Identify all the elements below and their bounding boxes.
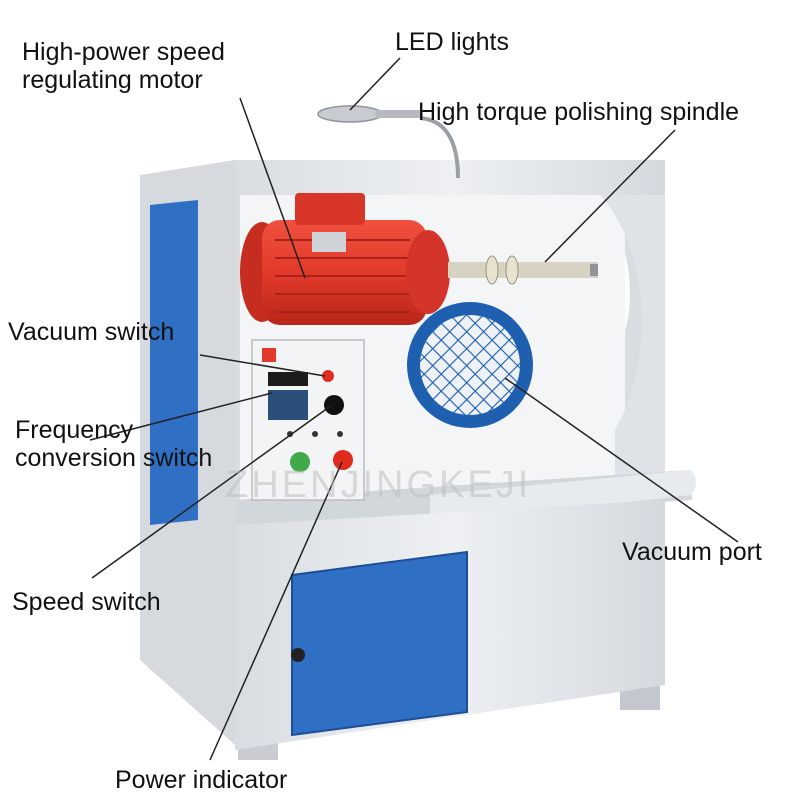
spindle-tip xyxy=(590,264,598,276)
label-speed-switch: Speed switch xyxy=(12,588,161,616)
label-spindle: High torque polishing spindle xyxy=(418,98,740,126)
led-gooseneck xyxy=(419,116,460,179)
hood-curve xyxy=(600,195,665,480)
motor-body xyxy=(262,220,427,325)
led-arm xyxy=(375,110,423,118)
motor-terminal-box xyxy=(295,193,365,225)
frequency-display xyxy=(268,372,308,386)
leader-speed-switch xyxy=(91,404,333,579)
motor-nameplate xyxy=(312,232,346,252)
label-frequency-line-2: conversion switch xyxy=(15,444,213,472)
label-motor-line-2: regulating motor xyxy=(22,66,203,94)
spindle-shaft xyxy=(448,262,598,278)
leader-spindle xyxy=(544,129,676,263)
vacuum-switch-button[interactable] xyxy=(322,370,334,382)
vacuum-port-mesh xyxy=(420,315,520,415)
label-vacuum-switch: Vacuum switch xyxy=(8,318,175,346)
leader-vacuum-port xyxy=(504,377,739,543)
leader-led xyxy=(349,57,401,111)
speed-knob[interactable] xyxy=(324,395,344,415)
leader-power-indicator xyxy=(209,461,343,761)
label-led: LED lights xyxy=(395,28,509,56)
leader-frequency xyxy=(89,392,273,441)
watermark: ZHENJINGKEJI xyxy=(225,464,532,506)
power-indicator-button xyxy=(333,450,353,470)
label-motor-line-1: High-power speed xyxy=(22,38,225,66)
spindle-collar-2 xyxy=(505,255,519,285)
side-blue-panel xyxy=(150,200,198,525)
door-knob xyxy=(291,648,305,662)
label-power-indicator: Power indicator xyxy=(115,766,288,794)
label-frequency-line-1: Frequency xyxy=(15,416,134,444)
spindle-collar-1 xyxy=(485,255,499,285)
label-motor: High-power speed regulating motor xyxy=(22,38,225,94)
cabinet-door xyxy=(291,550,468,737)
panel-indicator-2 xyxy=(312,431,318,437)
motor-flange xyxy=(406,230,450,314)
leader-lines xyxy=(89,57,739,761)
label-frequency: Frequency conversion switch xyxy=(15,416,212,472)
leader-motor xyxy=(239,97,306,279)
led-lamp-head xyxy=(317,105,383,123)
leader-vacuum-switch xyxy=(199,354,326,377)
panel-indicator-3 xyxy=(337,431,343,437)
frequency-keypad xyxy=(268,390,308,420)
panel-logo xyxy=(262,348,276,362)
start-button[interactable] xyxy=(290,452,310,472)
label-vacuum-port: Vacuum port xyxy=(622,538,762,566)
